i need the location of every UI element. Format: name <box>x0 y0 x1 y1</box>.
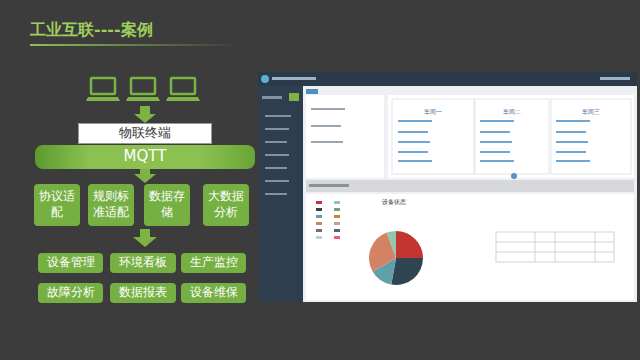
function-box: 规则标准适配 <box>88 184 134 226</box>
box-text: 生产监控 <box>190 255 238 271</box>
function-box: 设备维保 <box>181 283 246 303</box>
page-title: 工业互联----案例 <box>30 20 153 41</box>
title-underline <box>30 44 240 46</box>
function-box: 环境看板 <box>110 253 176 273</box>
box-text: 设备管理 <box>47 255 95 271</box>
terminal-box: 物联终端 <box>78 123 212 144</box>
dashboard-screenshot <box>258 72 637 302</box>
screenshot-label: 设备状态 <box>382 198 406 207</box>
screenshot-label: 车间二 <box>503 108 521 117</box>
box-text: 数据报表 <box>119 285 167 301</box>
function-box: 数据存储 <box>144 184 190 226</box>
laptop-bases <box>86 97 200 101</box>
screenshot-label: 车间一 <box>424 108 442 117</box>
box-text: 协议适配 <box>37 189 77 220</box>
function-box: 数据报表 <box>110 283 176 303</box>
box-text: 大数据分析 <box>206 189 246 220</box>
box-text: 故障分析 <box>47 285 95 301</box>
function-box: 大数据分析 <box>203 184 249 226</box>
function-box: 故障分析 <box>38 283 103 303</box>
function-box: 设备管理 <box>38 253 103 273</box>
box-text: 环境看板 <box>119 255 167 271</box>
box-text: 设备维保 <box>190 285 238 301</box>
protocol-band: MQTT <box>35 145 255 169</box>
box-text: 规则标准适配 <box>91 189 131 220</box>
function-box: 生产监控 <box>181 253 246 273</box>
box-text: MQTT <box>124 147 167 167</box>
laptop-icons <box>91 78 195 94</box>
box-text: 物联终端 <box>119 125 171 142</box>
screenshot-label: 车间三 <box>582 108 600 117</box>
function-box: 协议适配 <box>34 184 80 226</box>
box-text: 数据存储 <box>147 189 187 220</box>
